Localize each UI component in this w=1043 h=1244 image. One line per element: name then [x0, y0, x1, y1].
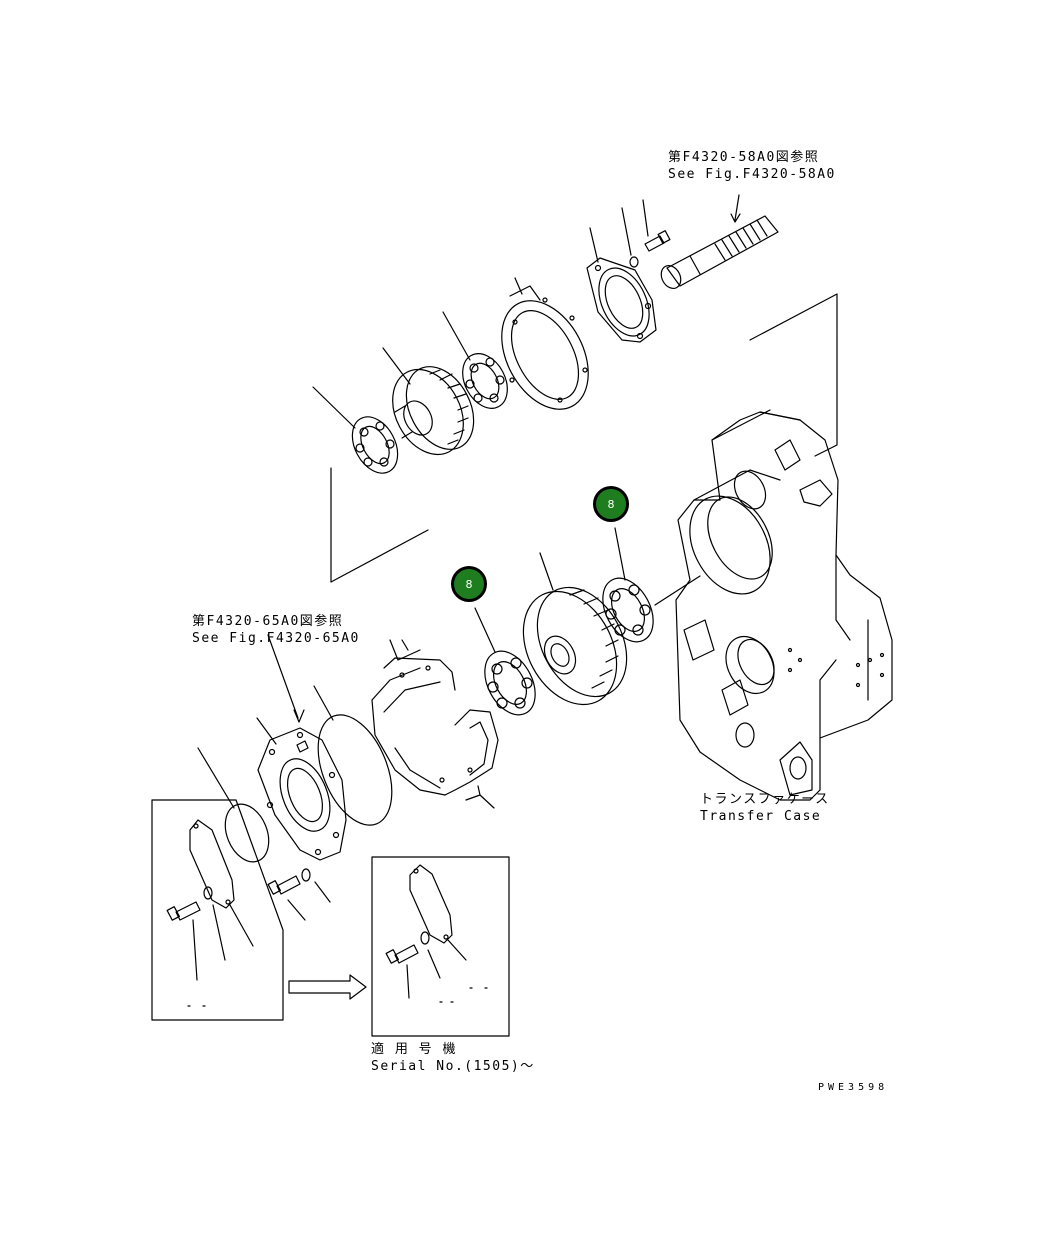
leader-bolt-mid	[288, 900, 305, 920]
washer-right[interactable]	[421, 932, 429, 944]
leader-bolt-top	[643, 200, 648, 236]
bracket-shims-mid-top	[390, 640, 420, 660]
case-label-jp: トランスファケース	[700, 792, 830, 807]
bracket-shims-mid-bottom	[466, 786, 494, 808]
leader-washer-left	[213, 905, 225, 960]
bolt-right[interactable]	[386, 945, 418, 963]
leader-washer-top	[622, 208, 631, 255]
serial-jp: 適 用 号 機	[371, 1042, 457, 1057]
leader-plate-left	[230, 905, 253, 946]
leader-bolt-left	[193, 920, 197, 980]
leader-ref-mid	[268, 635, 298, 718]
o-ring-mid[interactable]	[304, 704, 407, 836]
bracket-shims-top	[510, 278, 540, 300]
leader-washer-mid	[315, 882, 330, 902]
case-label-en: Transfer Case	[700, 809, 822, 824]
drawing-code: PWE3598	[818, 1082, 889, 1093]
leader-plate-right	[448, 940, 466, 960]
serial-en: Serial No.(1505)〜	[371, 1059, 535, 1074]
callout-badge-right[interactable]: 8	[593, 486, 629, 522]
gear-mid[interactable]	[505, 572, 645, 721]
washer-left[interactable]	[204, 887, 212, 899]
assembly-line-right	[750, 294, 837, 456]
bolt-left[interactable]	[167, 902, 200, 920]
callout-badge-right-label: 8	[607, 497, 615, 511]
leader-shaft	[735, 195, 739, 220]
plate-right[interactable]	[410, 865, 452, 943]
callout-badge-left-label: 8	[465, 577, 473, 591]
leader-cover-top	[590, 228, 598, 262]
gear-top[interactable]	[379, 355, 488, 467]
bearing-mid-right[interactable]	[593, 570, 664, 651]
ref-top-en[interactable]: See Fig.F4320-58A0	[668, 167, 836, 182]
bearing-top-right[interactable]	[454, 346, 517, 416]
small-bolt-top[interactable]	[645, 231, 670, 251]
gasket-shims-top[interactable]	[484, 286, 606, 424]
faint-dots-right	[440, 988, 487, 1002]
washer-top[interactable]	[630, 257, 638, 267]
leader-badge-left	[475, 608, 495, 652]
callout-badge-left[interactable]: 8	[451, 566, 487, 602]
detail-box-left	[152, 800, 283, 1020]
arrow-ref-mid	[294, 710, 304, 722]
leader-bearing-top-left	[313, 387, 355, 428]
bearing-mid-left[interactable]	[475, 643, 546, 724]
leader-oring-small	[198, 748, 234, 808]
arrow-to-new	[289, 975, 366, 999]
bearing-cage-cover[interactable]	[587, 258, 659, 344]
bearing-top-left[interactable]	[343, 409, 406, 481]
detail-box-right	[372, 857, 509, 1036]
transfer-case[interactable]	[674, 410, 892, 800]
shims-mid[interactable]	[372, 658, 498, 795]
assembly-line-mid	[655, 576, 700, 605]
arrow-shaft	[731, 214, 740, 222]
assembly-line-left	[331, 468, 428, 582]
plate-left[interactable]	[190, 820, 234, 908]
ref-mid-en[interactable]: See Fig.F4320-65A0	[192, 631, 360, 646]
leader-washer-right	[428, 950, 440, 978]
washer-mid[interactable]	[302, 869, 310, 881]
leader-cover-mid	[257, 718, 276, 744]
ref-top-jp: 第F4320-58A0図参照	[668, 150, 820, 165]
ref-mid-jp: 第F4320-65A0図参照	[192, 614, 344, 629]
leader-gear-mid	[540, 553, 553, 590]
leader-badge-right	[615, 528, 625, 580]
leader-gear-top	[383, 348, 410, 384]
leader-oring-mid	[314, 686, 333, 720]
cover-mid[interactable]	[258, 728, 346, 860]
o-ring-small[interactable]	[217, 798, 277, 869]
bolt-mid[interactable]	[268, 876, 300, 894]
leader-bolt-right	[407, 965, 409, 998]
leader-bearing-top-right	[443, 312, 470, 360]
output-shaft[interactable]	[657, 216, 778, 292]
